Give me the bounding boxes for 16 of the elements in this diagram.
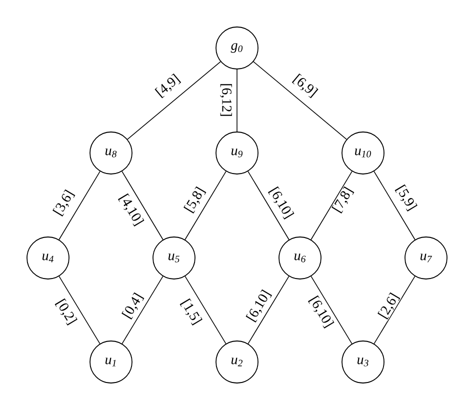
edge-line [58, 276, 100, 344]
edge-line [127, 61, 221, 140]
edge-line [374, 171, 416, 240]
edge-line [253, 61, 347, 140]
edge-line [374, 276, 416, 344]
edge-line [310, 171, 352, 240]
edge-line [58, 171, 100, 240]
edge-line [248, 276, 290, 344]
edge-line [184, 276, 226, 344]
edge-line [248, 171, 290, 240]
edge-line [184, 171, 226, 240]
edge-label: [6,12] [220, 82, 232, 118]
edge-line [310, 276, 352, 344]
edge-line [236, 69, 238, 132]
edge-line [122, 276, 164, 344]
edge-line [122, 171, 164, 240]
